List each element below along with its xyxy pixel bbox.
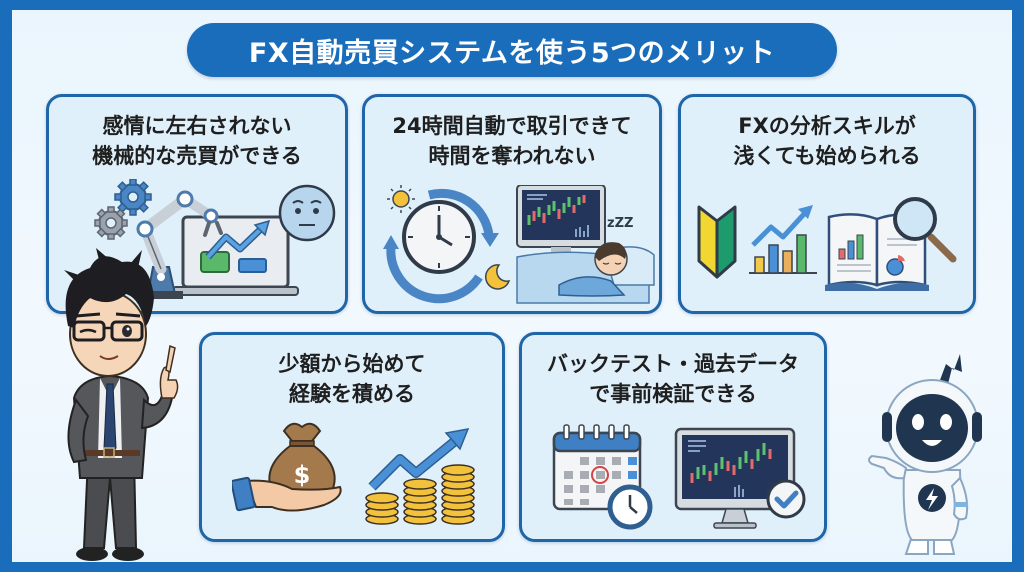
card-heading: 24時間自動で取引できて 時間を奪われない	[365, 111, 659, 171]
merit-card-backtest: バックテスト・過去データ で事前検証できる	[519, 332, 827, 542]
bar-chart-arrow-icon	[749, 205, 817, 274]
laptop-chart-icon	[172, 215, 299, 296]
card-heading-line: 浅くても始められる	[733, 144, 921, 168]
businessman-body	[67, 344, 179, 479]
gears-icon	[94, 179, 152, 240]
magnifier-icon	[893, 197, 957, 263]
card-heading-line: FXの分析スキルが	[738, 114, 916, 138]
card-heading-line: で事前検証できる	[589, 382, 757, 406]
sleeping-person-icon	[516, 242, 655, 304]
neutral-face-icon	[278, 184, 336, 242]
dollar-symbol: $	[294, 461, 311, 489]
merit-card-24h: 24時間自動で取引できて 時間を奪われない	[362, 94, 662, 314]
card-heading: 感情に左右されない 機械的な売買ができる	[49, 111, 345, 171]
robot-head	[882, 379, 982, 473]
card-heading: FXの分析スキルが 浅くても始められる	[681, 111, 973, 171]
coin-stacks-arrow-icon	[365, 428, 475, 525]
card-heading-line: 少額から始めて	[278, 352, 426, 376]
card-heading-line: 時間を奪われない	[428, 144, 596, 168]
robot-mascot	[868, 354, 982, 555]
title-banner: FX自動売買システムを使う5つのメリット	[187, 23, 837, 77]
clock-cycle-icon	[383, 188, 499, 304]
beginner-mark-icon	[697, 205, 737, 279]
businessman-head	[64, 248, 154, 377]
monitor-candlestick-icon	[516, 185, 606, 253]
robot-antenna	[940, 354, 962, 384]
card-heading: 少額から始めて 経験を積める	[202, 349, 502, 409]
card-heading-line: 感情に左右されない	[102, 114, 292, 138]
moon-icon	[484, 264, 511, 290]
page-title: FX自動売買システムを使う5つのメリット	[248, 37, 776, 69]
merit-card-small-start: 少額から始めて 経験を積める $	[199, 332, 505, 542]
sun-icon	[387, 185, 415, 213]
robot-arm-icon	[136, 190, 223, 299]
merit-card-emotion-free: 感情に左右されない 機械的な売買ができる	[46, 94, 348, 314]
robot-body	[868, 454, 969, 555]
card-heading: バックテスト・過去データ で事前検証できる	[522, 349, 824, 409]
calendar-clock-icon	[552, 424, 653, 530]
card-heading-line: 経験を積める	[289, 382, 415, 406]
card-heading-line: 24時間自動で取引できて	[392, 114, 632, 138]
businessman-mascot	[64, 248, 179, 561]
businessman-legs	[76, 457, 144, 561]
money-bag-hand-icon: $	[232, 422, 342, 512]
card-heading-line: バックテスト・過去データ	[547, 352, 799, 376]
merit-card-beginner: FXの分析スキルが 浅くても始められる	[678, 94, 976, 314]
sleep-zzz-text: zZZ	[607, 216, 633, 231]
monitor-check-icon	[674, 427, 806, 529]
card-heading-line: 機械的な売買ができる	[92, 144, 302, 168]
